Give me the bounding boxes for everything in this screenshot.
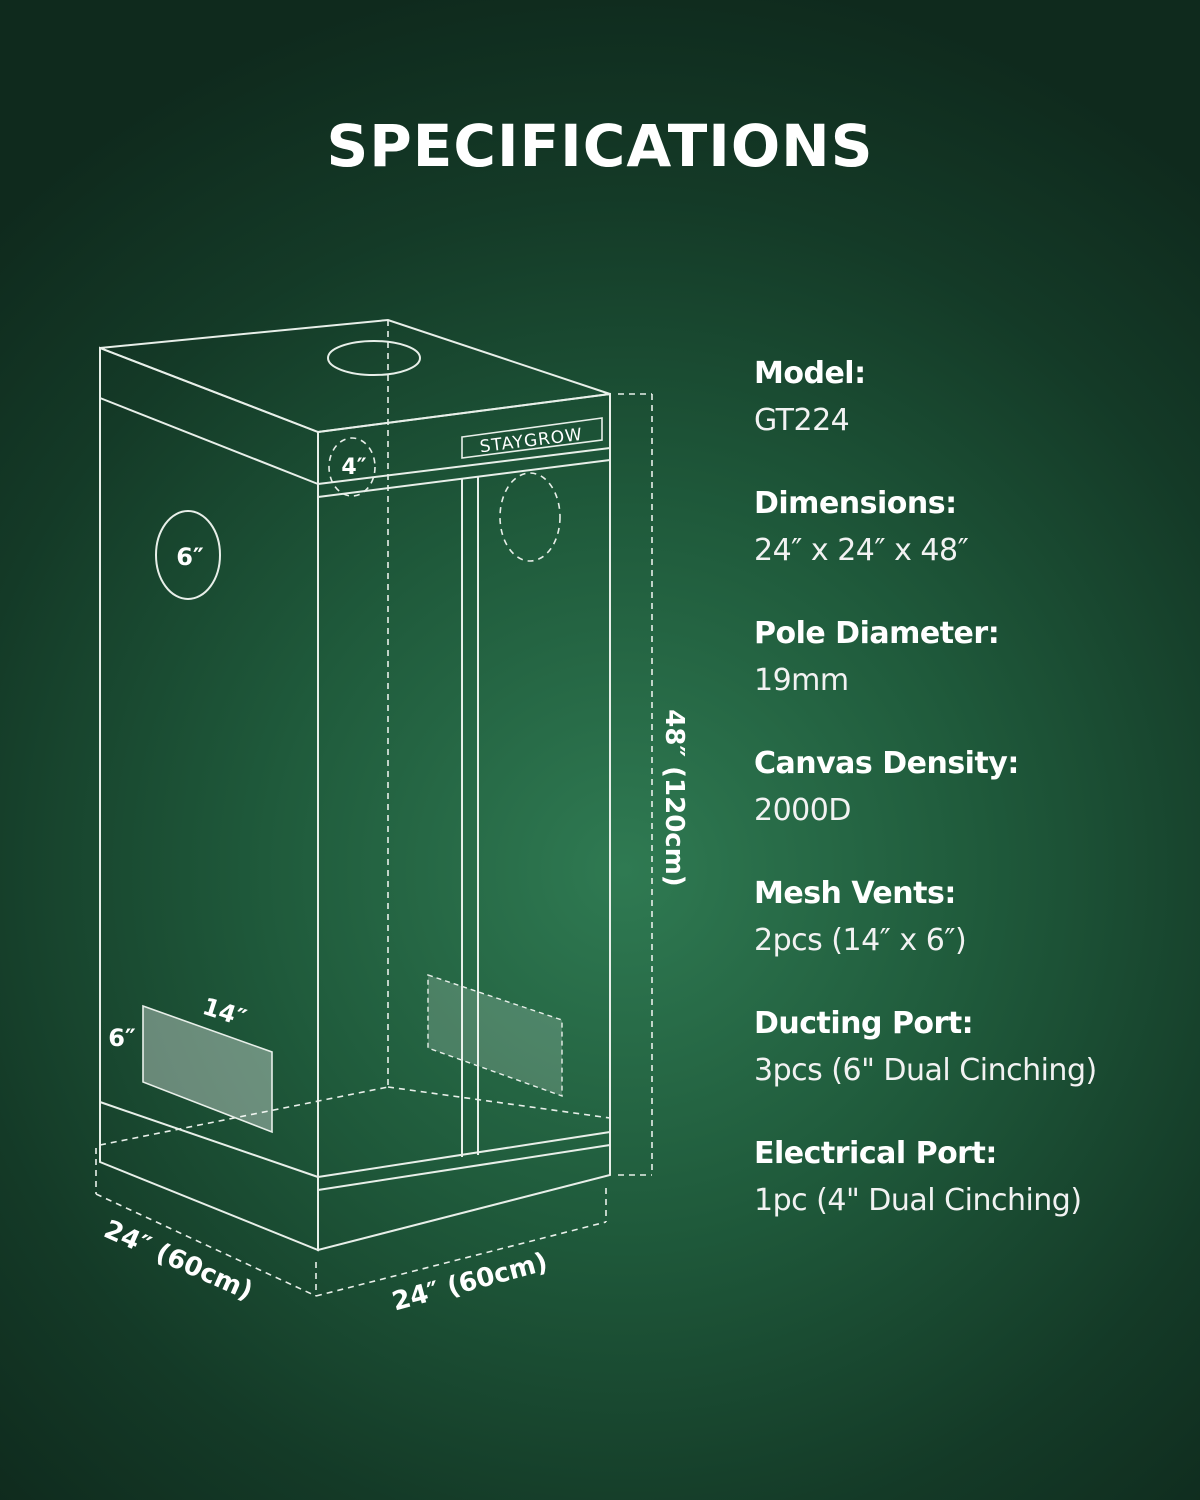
spec-dimensions: Dimensions: 24″ x 24″ x 48″: [754, 482, 1184, 612]
depth-dimension-label: 24″ (60cm): [99, 1215, 257, 1307]
side-port-icon: [155, 510, 221, 600]
spec-label: Canvas Density:: [754, 746, 1019, 781]
tent-top-face: [99, 318, 611, 434]
electrical-port-icon: [328, 437, 376, 497]
front-mesh-vent: [142, 1004, 273, 1134]
side-port-label: 6″: [176, 543, 204, 571]
spec-label: Pole Diameter:: [754, 616, 1000, 651]
rear-mesh-vent: [427, 974, 563, 1097]
spec-pole-diameter: Pole Diameter: 19mm: [754, 612, 1184, 742]
spec-value: 3pcs (6" Dual Cinching): [754, 1053, 1097, 1088]
spec-list: Model: GT224 Dimensions: 24″ x 24″ x 48″…: [754, 352, 1184, 1262]
spec-mesh-vents: Mesh Vents: 2pcs (14″ x 6″): [754, 872, 1184, 1002]
tent-front-face: [317, 392, 611, 1252]
spec-label: Dimensions:: [754, 486, 957, 521]
spec-label: Electrical Port:: [754, 1136, 997, 1171]
rear-port-icon: [499, 472, 561, 562]
brand-logo-box: [461, 417, 603, 459]
spec-value: 24″ x 24″ x 48″: [754, 533, 969, 568]
spec-electrical-port: Electrical Port: 1pc (4" Dual Cinching): [754, 1132, 1184, 1262]
spec-canvas-density: Canvas Density: 2000D: [754, 742, 1184, 872]
spec-model: Model: GT224: [754, 352, 1184, 482]
spec-ducting-port: Ducting Port: 3pcs (6" Dual Cinching): [754, 1002, 1184, 1132]
spec-value: GT224: [754, 403, 850, 438]
spec-value: 1pc (4" Dual Cinching): [754, 1183, 1082, 1218]
page-title: SPECIFICATIONS: [326, 112, 874, 180]
spec-label: Ducting Port:: [754, 1006, 974, 1041]
spec-label: Mesh Vents:: [754, 876, 956, 911]
spec-label: Model:: [754, 356, 866, 391]
height-dimension-label: 48″ (120cm): [659, 709, 689, 886]
width-dimension-label: 24″ (60cm): [389, 1247, 551, 1317]
spec-value: 2pcs (14″ x 6″): [754, 923, 967, 958]
top-port-icon: [327, 340, 421, 376]
vent-height-label: 6″: [108, 1024, 136, 1052]
spec-value: 19mm: [754, 663, 849, 698]
spec-value: 2000D: [754, 793, 851, 828]
vent-width-label: 14″: [199, 992, 250, 1032]
top-port-label: 4″: [341, 455, 366, 480]
tent-left-face: [99, 346, 319, 1252]
